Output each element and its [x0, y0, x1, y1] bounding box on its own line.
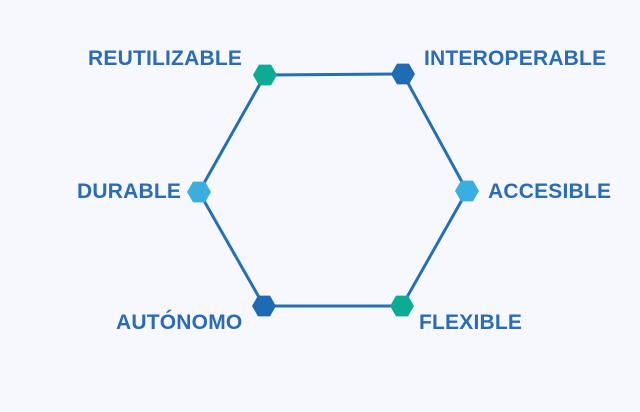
node-flexible[interactable] [390, 295, 414, 317]
node-label-reutilizable: REUTILIZABLE [88, 47, 243, 70]
edge-autonomo-durable [197, 190, 266, 308]
node-reutilizable[interactable] [253, 64, 277, 86]
node-durable[interactable] [187, 181, 211, 203]
node-label-accesible: ACCESIBLE [488, 180, 612, 203]
node-autonomo[interactable] [252, 295, 276, 317]
edge-layer [197, 72, 469, 308]
node-interoperable[interactable] [391, 63, 415, 85]
node-label-interoperable: INTEROPERABLE [424, 47, 607, 70]
node-accesible[interactable] [455, 180, 479, 202]
edge-interoperable-accesible [401, 72, 469, 193]
node-layer [187, 63, 479, 317]
node-label-autonomo: AUTÓNOMO [116, 311, 243, 334]
node-label-flexible: FLEXIBLE [419, 311, 523, 334]
edge-reutilizable-interoperable [263, 72, 405, 77]
edge-durable-reutilizable [197, 73, 267, 194]
node-label-durable: DURABLE [77, 180, 182, 203]
edge-accesible-flexible [400, 189, 469, 308]
